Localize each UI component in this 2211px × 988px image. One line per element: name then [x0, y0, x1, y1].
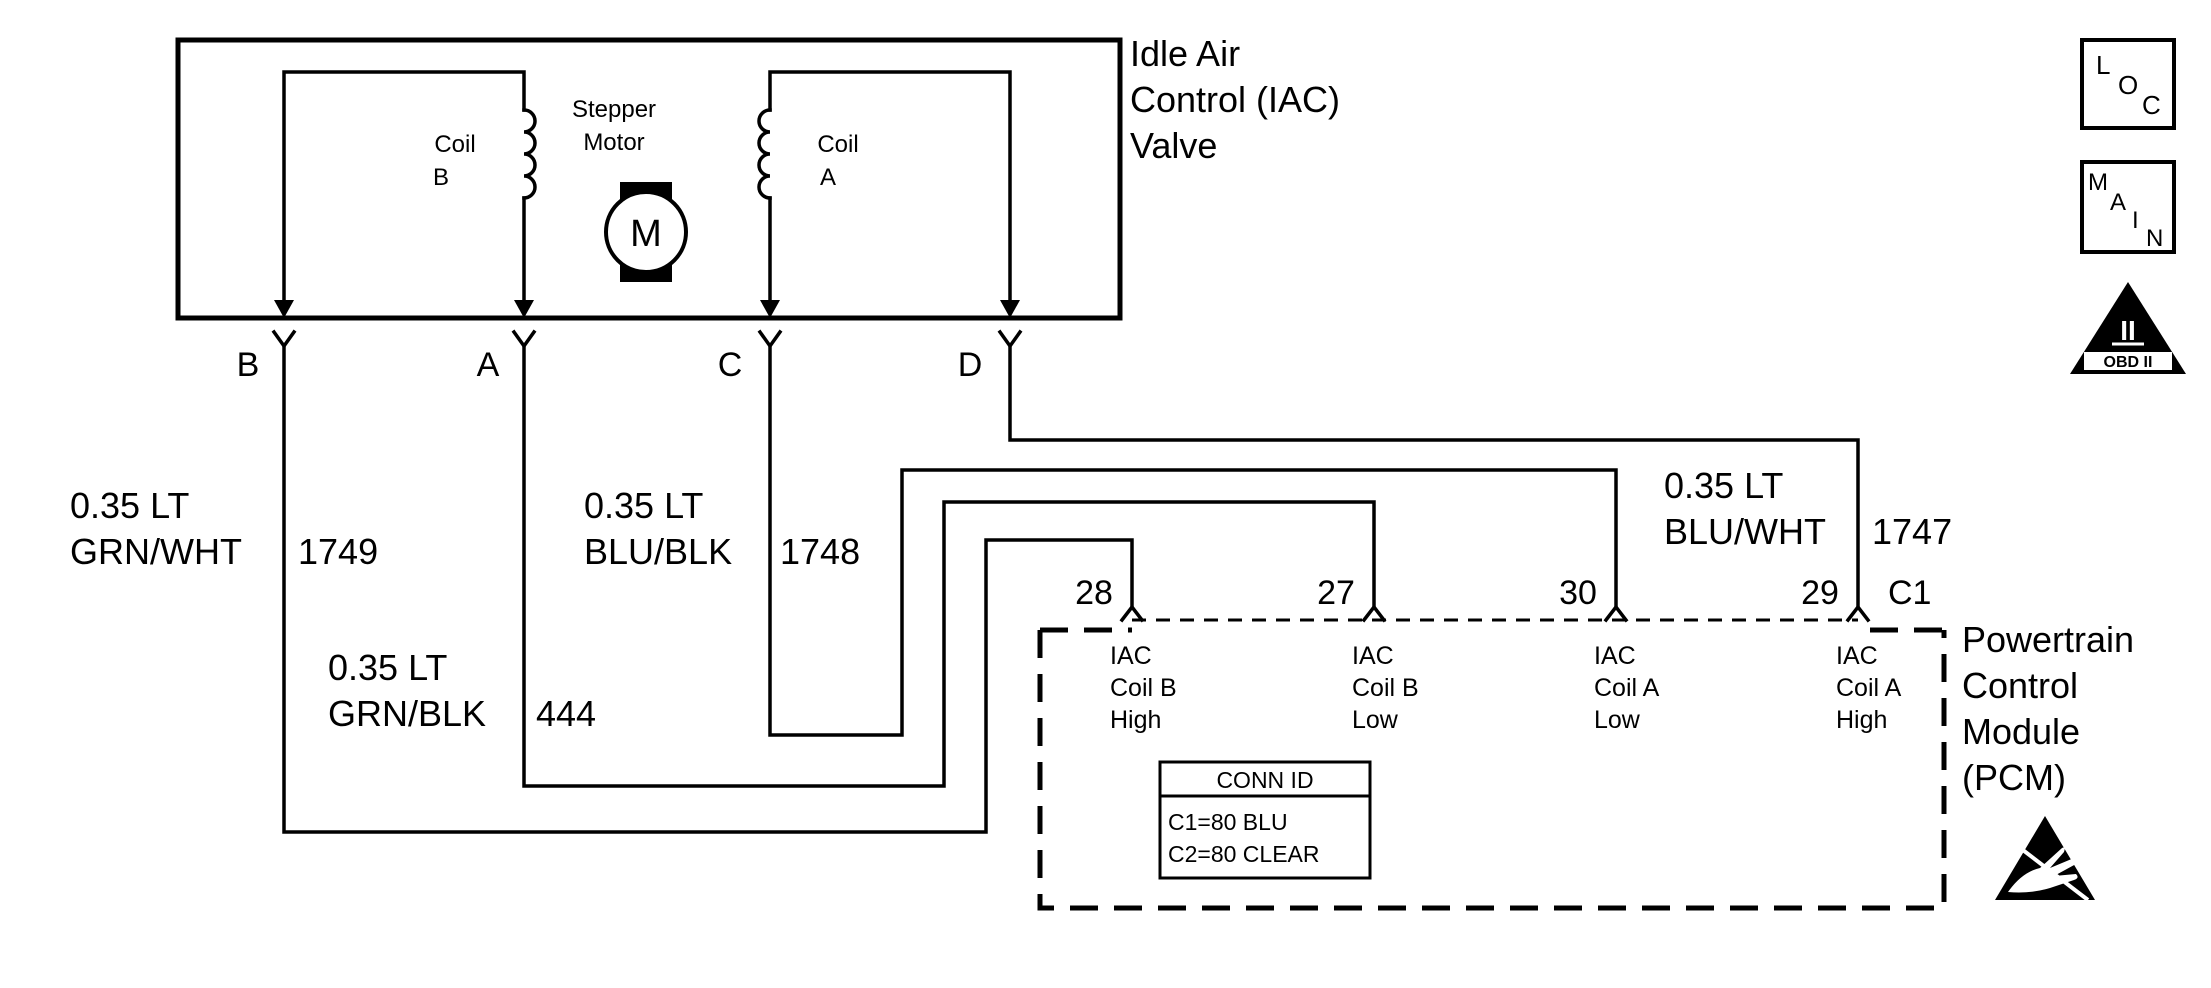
loc-letter-o: O	[2118, 70, 2138, 100]
esd-sensitive-hand-icon	[1995, 816, 2095, 902]
terminal-30-pin: 30	[1559, 574, 1597, 612]
iac-name-line2: Control (IAC)	[1130, 79, 1340, 120]
obd-numeral: II	[2120, 315, 2136, 346]
motor-symbol: M	[630, 213, 662, 255]
valve-connector-cavities: B A C D	[237, 329, 1023, 384]
terminal-28-line1: IAC	[1110, 642, 1152, 670]
coil-a-winding	[757, 108, 772, 200]
coil-b-label-line1: Coil	[434, 131, 475, 158]
pcm-boundary	[1037, 630, 1947, 911]
wire-1748-color: BLU/BLK	[584, 531, 732, 572]
wire-444	[522, 344, 1376, 788]
arrow-pin-d	[1000, 300, 1020, 318]
wire-1748-size: 0.35 LT	[584, 485, 703, 526]
arrow-pin-a	[514, 300, 534, 318]
wire-1747-size: 0.35 LT	[1664, 465, 1783, 506]
wire-1747-circuit: 1747	[1872, 511, 1952, 552]
pin-a-label: A	[477, 346, 500, 384]
pin-d-label: D	[958, 346, 983, 384]
terminal-29-pin: 29	[1801, 574, 1839, 612]
terminal-27-line3: Low	[1352, 706, 1399, 734]
terminal-29-line2: Coil A	[1836, 674, 1902, 702]
arrow-pin-b	[274, 300, 294, 318]
main-letter-a: A	[2110, 189, 2126, 216]
wire-444-color: GRN/BLK	[328, 693, 486, 734]
coil-b-loop-left	[282, 70, 526, 304]
wire-harness	[282, 344, 1860, 834]
pcm-name-line3: Module	[1962, 711, 2080, 752]
main-letter-m: M	[2088, 169, 2108, 196]
terminal-28-pin: 28	[1075, 574, 1113, 612]
coil-b-label-line2: B	[433, 164, 449, 191]
wire-444-circuit: 444	[536, 693, 596, 734]
pin-c-label: C	[718, 346, 743, 384]
connector-c1-label: C1	[1888, 574, 1931, 612]
iac-valve-component: M Stepper Motor Coil B Coil A	[175, 37, 1123, 321]
conn-id-row-c2: C2=80 CLEAR	[1168, 841, 1320, 867]
conn-id-row-c1: C1=80 BLU	[1168, 809, 1288, 835]
coil-a-label-line2: A	[820, 164, 836, 191]
loc-letter-l: L	[2096, 50, 2110, 80]
stepper-label-line2: Motor	[583, 129, 644, 156]
pin-b-label: B	[237, 346, 260, 384]
obd-ii-badge[interactable]: II OBD II	[2070, 282, 2186, 374]
conn-id-table: CONN ID C1=80 BLU C2=80 CLEAR	[1158, 760, 1372, 880]
iac-valve-title: Idle Air Control (IAC) Valve	[1130, 33, 1340, 166]
terminal-27-line2: Coil B	[1352, 674, 1419, 702]
loc-badge[interactable]: L O C	[2080, 38, 2176, 130]
wire-1749-circuit: 1749	[298, 531, 378, 572]
wire-1749-size: 0.35 LT	[70, 485, 189, 526]
pcm-title: Powertrain Control Module (PCM)	[1962, 619, 2134, 798]
main-letter-i: I	[2132, 207, 2139, 234]
wire-1748	[768, 344, 1618, 737]
conn-id-title: CONN ID	[1216, 767, 1313, 793]
wire-1748-circuit: 1748	[780, 531, 860, 572]
coil-b-winding	[522, 108, 537, 200]
coil-a-loop-right	[768, 70, 1012, 304]
wire-444-size: 0.35 LT	[328, 647, 447, 688]
pcm-module: IAC Coil B High IAC Coil B Low IAC Coil …	[1037, 627, 1947, 911]
wire-1749-color: GRN/WHT	[70, 531, 242, 572]
wire-labels: 0.35 LT GRN/WHT 1749 0.35 LT BLU/BLK 174…	[70, 465, 1952, 734]
iac-name-line1: Idle Air	[1130, 33, 1240, 74]
arrow-pin-c	[760, 300, 780, 318]
wire-1747-color: BLU/WHT	[1664, 511, 1826, 552]
terminal-30-line2: Coil A	[1594, 674, 1660, 702]
terminal-30-line3: Low	[1594, 706, 1641, 734]
main-badge[interactable]: M A I N	[2080, 160, 2176, 254]
pcm-connector-c1: 28 27 30 29 C1	[1075, 574, 1931, 623]
loc-letter-c: C	[2142, 90, 2161, 120]
wire-1749	[282, 344, 1134, 834]
coil-a-label-line1: Coil	[817, 131, 858, 158]
terminal-29-line3: High	[1836, 706, 1887, 734]
terminal-28-line3: High	[1110, 706, 1161, 734]
terminal-29-line1: IAC	[1836, 642, 1878, 670]
pcm-name-line2: Control	[1962, 665, 2078, 706]
iac-name-line3: Valve	[1130, 125, 1217, 166]
obd-text: OBD II	[2104, 354, 2153, 371]
stepper-label-line1: Stepper	[572, 96, 656, 123]
main-letter-n: N	[2146, 225, 2163, 252]
terminal-27-pin: 27	[1317, 574, 1355, 612]
terminal-30-line1: IAC	[1594, 642, 1636, 670]
iac-valve-housing	[175, 37, 1123, 321]
stepper-motor-icon: M	[604, 182, 688, 282]
pcm-name-line1: Powertrain	[1962, 619, 2134, 660]
terminal-27-line1: IAC	[1352, 642, 1394, 670]
terminal-28-line2: Coil B	[1110, 674, 1177, 702]
pcm-name-line4: (PCM)	[1962, 757, 2066, 798]
wire-1747	[1008, 344, 1860, 607]
